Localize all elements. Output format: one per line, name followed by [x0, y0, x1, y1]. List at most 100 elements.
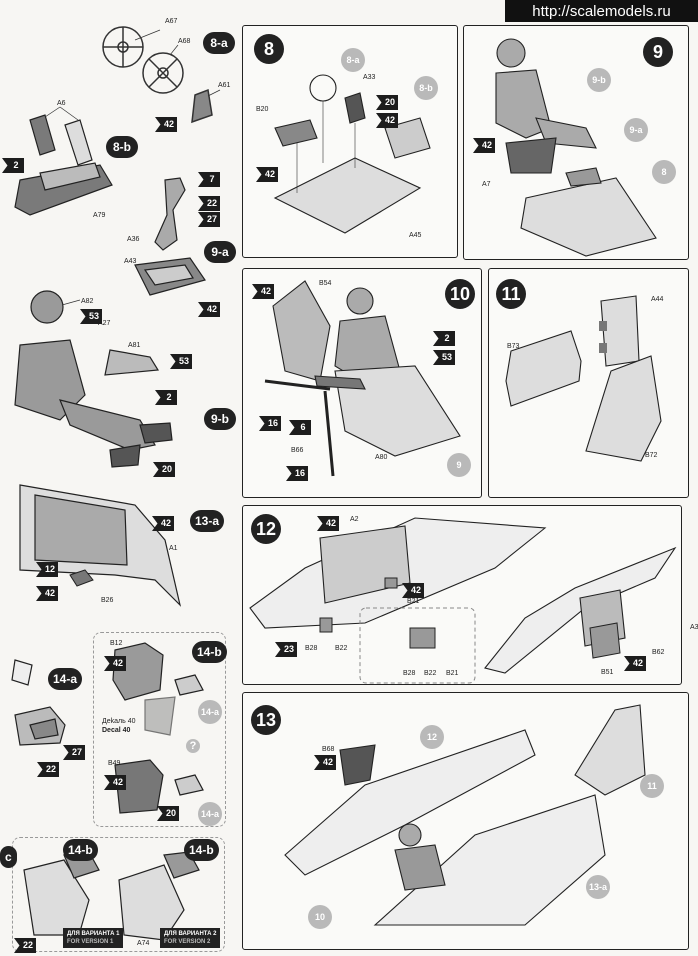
step-13-number: 13 [251, 705, 281, 735]
part-label: B66 [291, 447, 304, 454]
paint-code-badge: 53 [80, 309, 102, 324]
paint-code-badge: 16 [286, 466, 308, 481]
paint-code-badge: 42 [104, 656, 126, 671]
part-label: A43 [124, 258, 137, 265]
paint-code-badge: 42 [473, 138, 495, 153]
part-label: B72 [645, 452, 658, 459]
part-label: B28 [305, 645, 318, 652]
part-label: B28 [403, 670, 416, 677]
paint-code-badge: 23 [275, 642, 297, 657]
ref-circle: 13-a [586, 875, 610, 899]
substep-badge: 8-b [106, 136, 138, 158]
paint-code-badge: 42 [252, 284, 274, 299]
part-label: B26 [101, 597, 114, 604]
paint-code-badge: 42 [314, 755, 336, 770]
paint-code-badge: 53 [433, 350, 455, 365]
substep-badge: 8-a [203, 32, 235, 54]
step-9-number: 9 [643, 37, 673, 67]
paint-code-badge: 22 [198, 196, 220, 211]
step-12-drawing [249, 517, 677, 684]
paint-code-badge: 53 [170, 354, 192, 369]
paint-code-badge: 2 [433, 331, 455, 346]
paint-code-badge: 42 [152, 516, 174, 531]
substep-badge: c [0, 846, 17, 868]
paint-code-badge: 42 [256, 167, 278, 182]
step-11-number: 11 [496, 279, 526, 309]
part-label: A68 [178, 38, 191, 45]
paint-code-badge: 42 [624, 656, 646, 671]
ref-circle: 10 [308, 905, 332, 929]
control-stick-drawing [134, 177, 206, 296]
versions-group [12, 837, 225, 952]
part-label: B51 [601, 669, 614, 676]
step-10-drawing [264, 280, 461, 477]
part-label: B12 [110, 640, 123, 647]
fuselage-side-drawing [19, 484, 182, 607]
part-label: B22 [424, 670, 437, 677]
paint-code-badge: 2 [155, 390, 177, 405]
pedal-assembly-drawing [14, 106, 113, 216]
part-label: A61 [218, 82, 231, 89]
pilot-figure-drawing [14, 290, 173, 468]
step-11-drawing [505, 295, 662, 462]
paint-code-badge: 2 [2, 158, 24, 173]
part-label: B68 [322, 746, 335, 753]
ref-circle: 9-a [624, 118, 648, 142]
substep-badge: 14-b [192, 641, 227, 663]
paint-code-badge: 12 [36, 562, 58, 577]
part-label: B49 [108, 760, 121, 767]
paint-code-badge: 42 [198, 302, 220, 317]
substep-badge: 14-b [63, 839, 98, 861]
step-9-drawing [495, 38, 657, 257]
step-10-number: 10 [445, 279, 475, 309]
paint-code-badge: 42 [376, 113, 398, 128]
part-label: A7 [482, 181, 491, 188]
part-label: A6 [57, 100, 66, 107]
paint-code-badge: 20 [376, 95, 398, 110]
gunsight-drawing [11, 659, 66, 746]
part-label: A36 [127, 236, 140, 243]
substep-badge: 9-a [204, 241, 236, 263]
part-label: B54 [319, 280, 332, 287]
ref-circle: 9 [447, 453, 471, 477]
ref-circle: 14-a [198, 700, 222, 724]
watermark-banner: http://scalemodels.ru [505, 0, 698, 22]
part-label: A1 [169, 545, 178, 552]
paint-code-badge: 27 [198, 212, 220, 227]
help-icon: ? [186, 739, 200, 753]
paint-code-badge: 42 [104, 775, 126, 790]
part-label: A45 [409, 232, 422, 239]
paint-code-badge: 22 [37, 762, 59, 777]
part-label: B22 [335, 645, 348, 652]
ref-circle: 8 [652, 160, 676, 184]
step-8-drawing [273, 74, 431, 234]
paint-code-badge: 42 [402, 583, 424, 598]
part-label: B62 [652, 649, 665, 656]
decal-caption: Деkаль 40 Decal 40 [102, 718, 136, 734]
part-label: B21 [446, 670, 459, 677]
part-label: A2 [350, 516, 359, 523]
part-label: B21 [407, 598, 420, 605]
substep-badge: 14-a [48, 668, 83, 690]
paint-code-badge: 7 [198, 172, 220, 187]
part-label: A3 [690, 624, 698, 631]
substep-badge: 9-b [204, 408, 236, 430]
control-wheels-drawing [102, 26, 221, 124]
ref-circle: 14-a [198, 802, 222, 826]
substep-badge: 14-b [184, 839, 219, 861]
part-label: A67 [165, 18, 178, 25]
ref-circle: 11 [640, 774, 664, 798]
step-12-number: 12 [251, 514, 281, 544]
part-label: B73 [507, 343, 520, 350]
part-label: A79 [93, 212, 106, 219]
paint-code-badge: 6 [289, 420, 311, 435]
step-13-drawing [284, 704, 646, 926]
ref-circle: 8-b [414, 76, 438, 100]
ref-circle: 9-b [587, 68, 611, 92]
step-8-number: 8 [254, 34, 284, 64]
part-label: A82 [81, 298, 94, 305]
paint-code-badge: 42 [36, 586, 58, 601]
part-label: A81 [128, 342, 141, 349]
